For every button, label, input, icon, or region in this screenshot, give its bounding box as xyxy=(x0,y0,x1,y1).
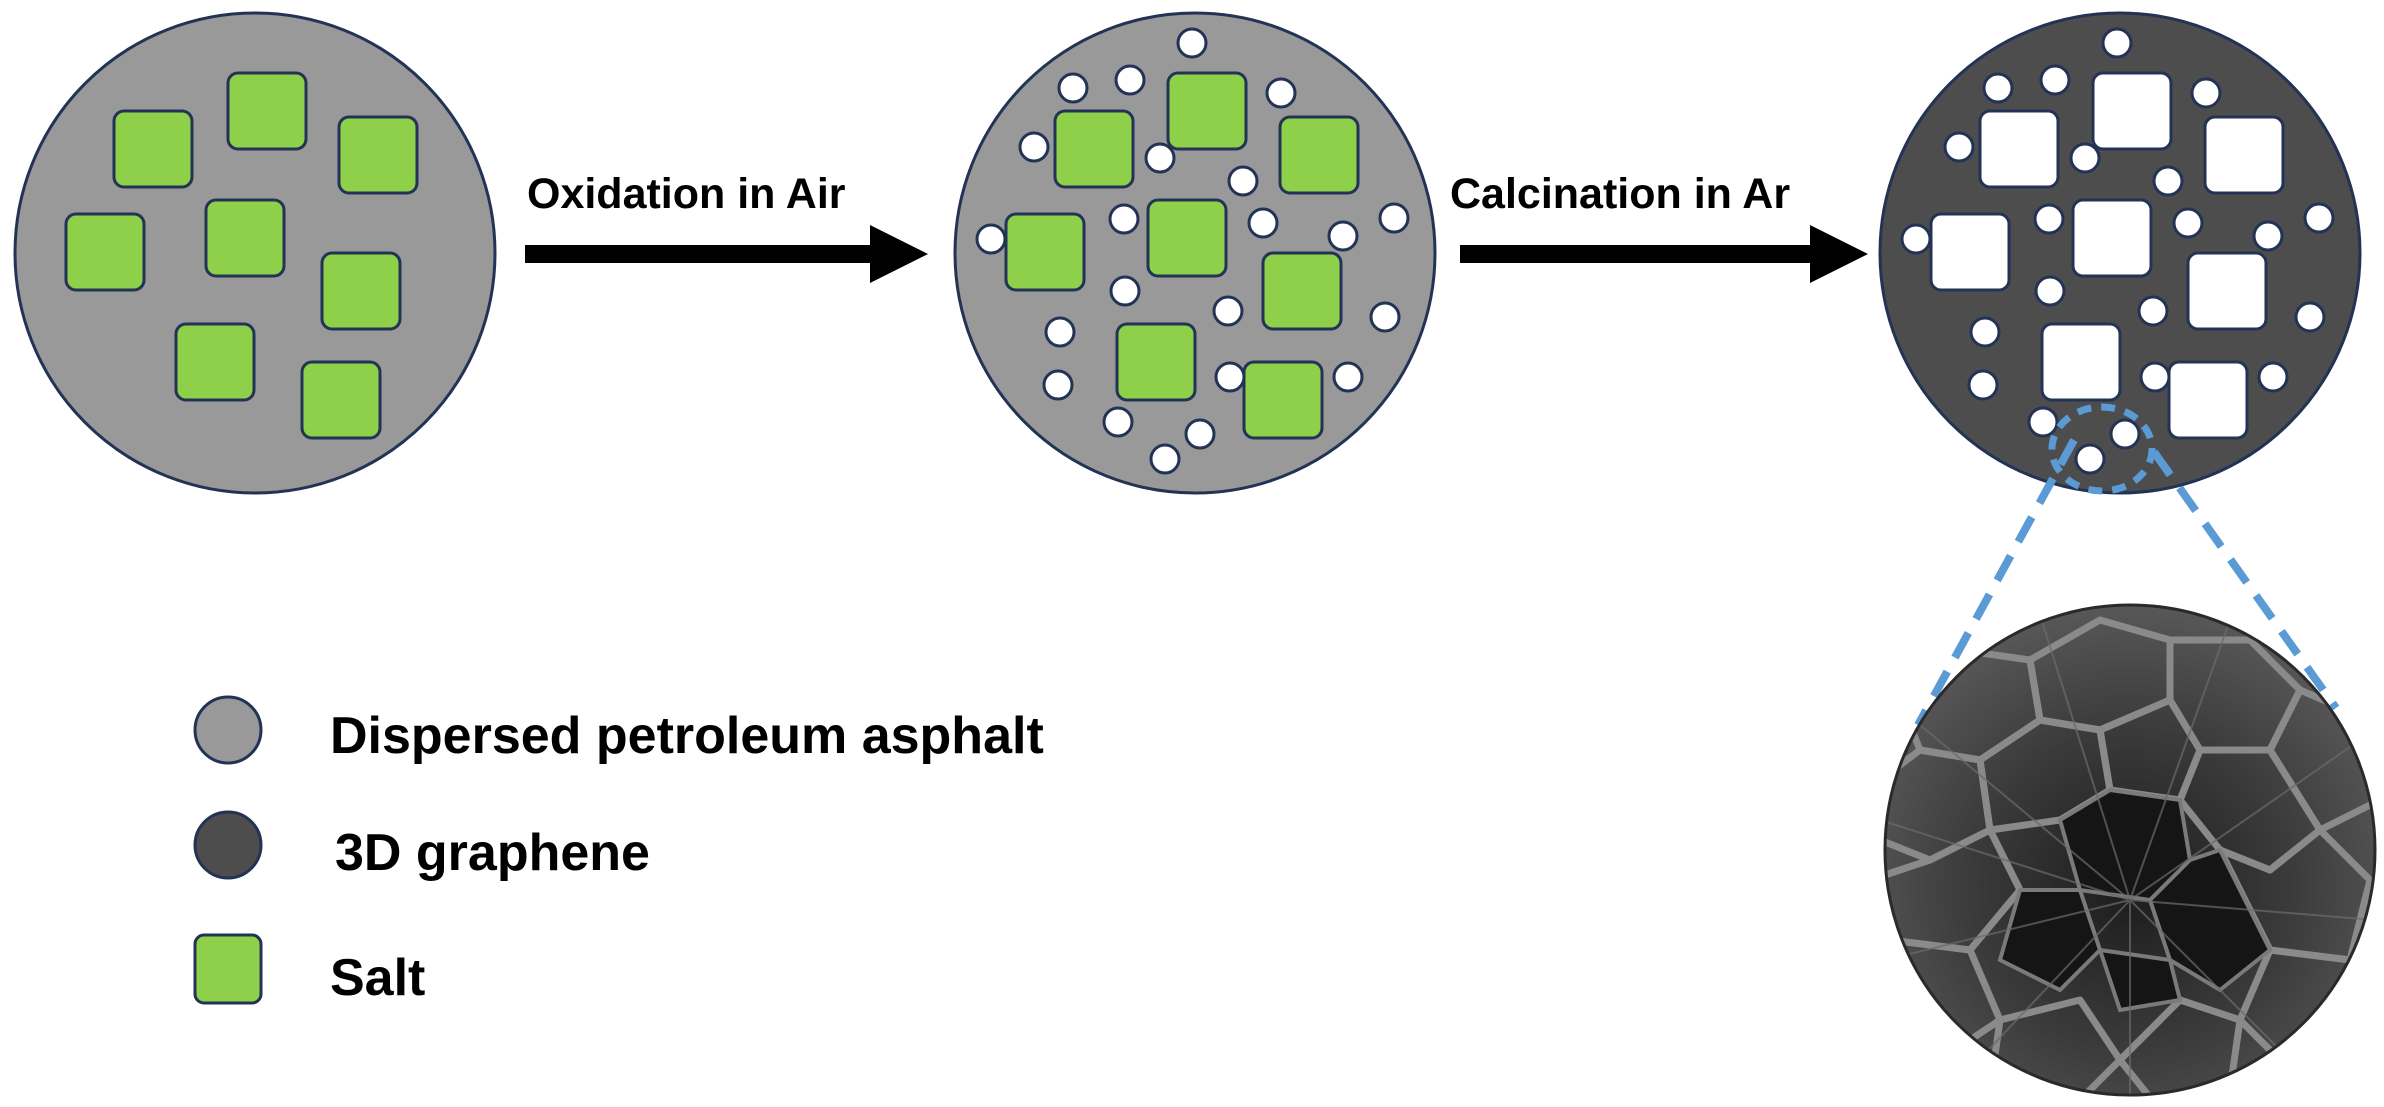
legend-item-salt: Salt xyxy=(193,933,425,1007)
salt-crystals-panel-1 xyxy=(64,71,419,440)
arrow-calcination: Calcination in Ar xyxy=(1450,170,1868,283)
zoom-region-marker xyxy=(2048,403,2156,495)
pores-panel-2 xyxy=(975,27,1410,475)
graphene-panel xyxy=(1878,11,2362,495)
zoom-connector-lines xyxy=(1914,438,2340,727)
legend-asphalt-swatch xyxy=(193,695,263,765)
legend-asphalt-label: Dispersed petroleum asphalt xyxy=(330,707,1044,765)
legend-salt-label: Salt xyxy=(330,949,425,1007)
micropores-panel-3 xyxy=(1900,27,2335,475)
legend-item-graphene: 3D graphene xyxy=(193,810,650,882)
legend-graphene-label: 3D graphene xyxy=(335,824,650,882)
legend-item-asphalt: Dispersed petroleum asphalt xyxy=(193,695,1044,765)
oxidized-panel xyxy=(953,11,1437,495)
asphalt-salt-panel xyxy=(13,11,497,495)
arrow-oxidation: Oxidation in Air xyxy=(525,170,928,283)
step-label-calcination: Calcination in Ar xyxy=(1450,170,1790,218)
legend-salt-swatch xyxy=(193,933,263,1005)
macropores-panel-3 xyxy=(1929,71,2285,440)
legend-graphene-swatch xyxy=(193,810,263,880)
salt-crystals-panel-2 xyxy=(1004,71,1360,440)
step-label-oxidation: Oxidation in Air xyxy=(527,170,846,218)
legend: Dispersed petroleum asphalt 3D graphene … xyxy=(193,695,1044,1007)
